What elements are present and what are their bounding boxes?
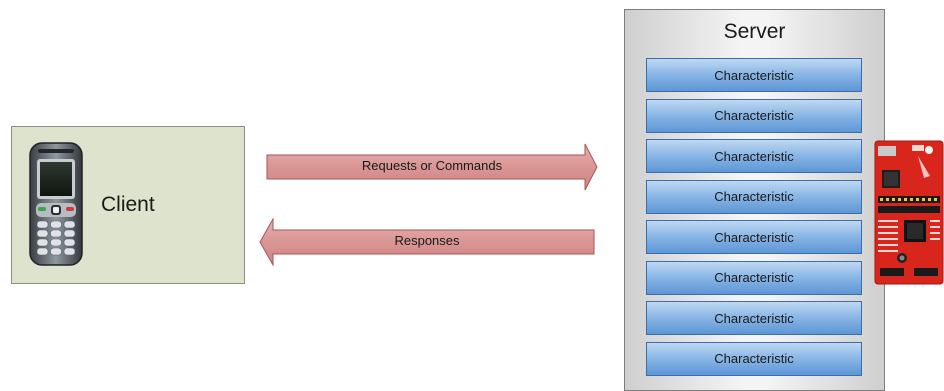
arrow-left-shape [259, 217, 595, 267]
characteristic-item: Characteristic [646, 179, 862, 214]
request-label: Requests or Commands [361, 158, 503, 173]
characteristic-list: Characteristic Characteristic Characteri… [646, 58, 862, 382]
characteristic-item: Characteristic [646, 260, 862, 295]
arrow-right-shape [266, 143, 598, 191]
characteristic-item: Characteristic [646, 220, 862, 254]
server-box: Server Characteristic Characteristic Cha… [624, 9, 885, 391]
characteristic-item: Characteristic [646, 341, 862, 376]
client-box: Client [11, 126, 245, 284]
characteristic-item: Characteristic [646, 58, 862, 92]
response-label: Responses [394, 233, 460, 248]
launchpad-board-icon [874, 140, 944, 285]
request-arrow: Requests or Commands [266, 143, 598, 191]
characteristic-item: Characteristic [646, 301, 862, 335]
server-title: Server [723, 20, 786, 43]
characteristic-item: Characteristic [646, 98, 862, 133]
response-arrow: Responses [259, 217, 595, 267]
mobile-phone-icon [29, 142, 83, 266]
characteristic-item: Characteristic [646, 139, 862, 173]
client-label: Client [101, 193, 155, 216]
